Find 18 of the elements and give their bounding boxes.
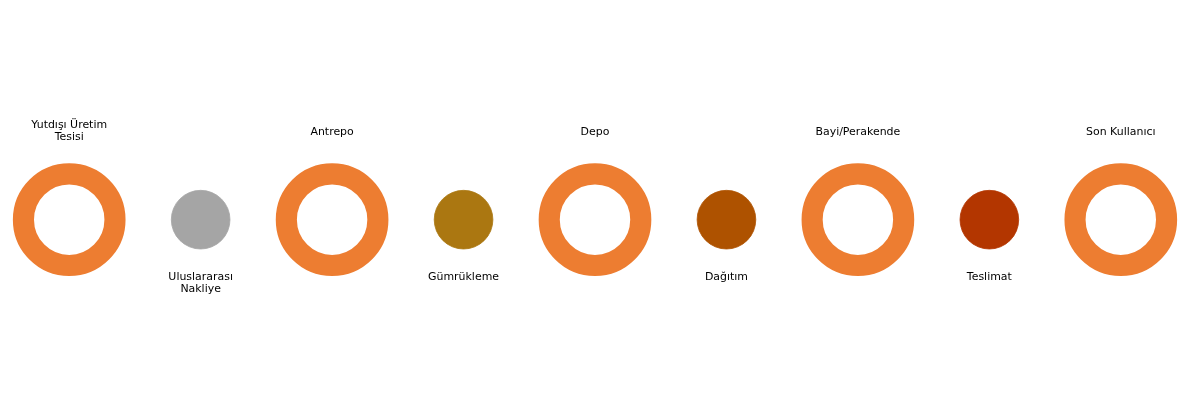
node-circle xyxy=(170,189,231,249)
node-label: Bayi/Perakende xyxy=(815,124,901,138)
node-label: Teslimat xyxy=(966,269,1012,283)
node-label: Uluslararası Nakliye xyxy=(168,269,233,295)
node-circle xyxy=(433,189,494,249)
node-ring xyxy=(275,162,389,276)
node-ring xyxy=(12,162,126,276)
node-label: Son Kullanıcı xyxy=(1086,124,1156,138)
node-label: Dağıtım xyxy=(704,269,748,283)
node-label: Yutdışı Üretim Tesisi xyxy=(31,117,108,143)
node-ring xyxy=(538,162,652,276)
node-label: Depo xyxy=(580,124,610,138)
node-circle xyxy=(959,189,1020,249)
node-label: Gümrükleme xyxy=(428,269,500,283)
node-ring xyxy=(801,162,915,276)
node-label: Antrepo xyxy=(310,124,354,138)
node-circle xyxy=(696,189,757,249)
node-ring xyxy=(1064,162,1178,276)
